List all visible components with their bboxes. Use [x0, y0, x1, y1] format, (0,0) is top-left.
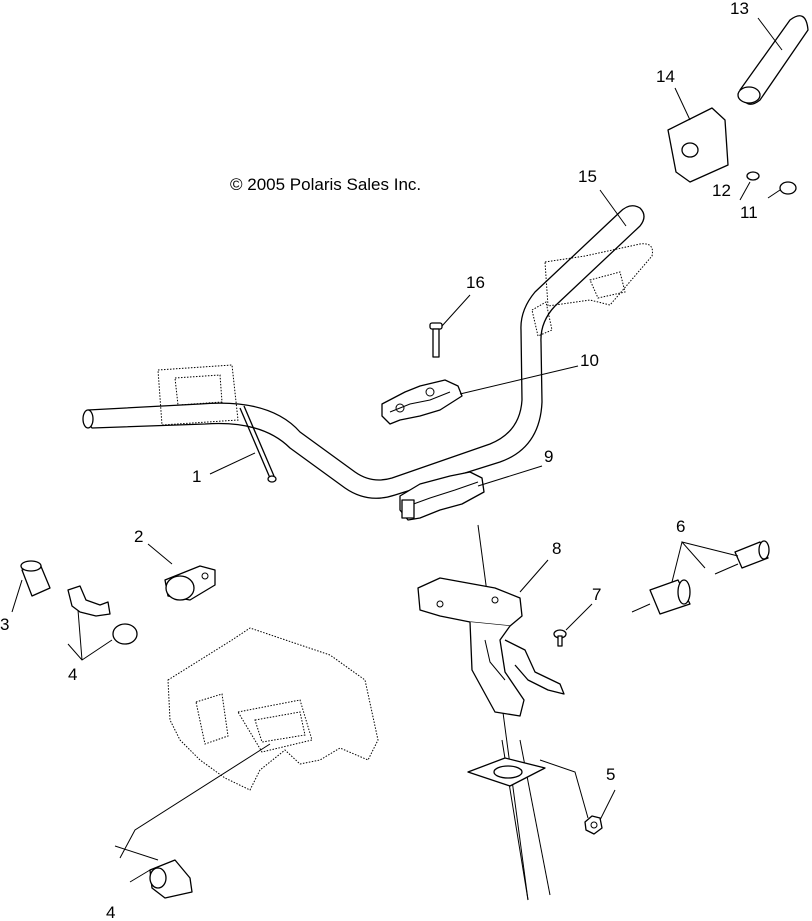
callout-9: 9 [544, 447, 553, 466]
part-15-handlebar [82, 205, 653, 499]
part-6-connector [631, 540, 770, 615]
callout-6: 6 [676, 517, 685, 536]
part-12-collar [746, 171, 760, 181]
callout-10: 10 [580, 351, 599, 370]
callout-1: 1 [192, 467, 201, 486]
callout-16: 16 [466, 273, 485, 292]
callout-3: 3 [0, 615, 9, 634]
part-16-bolt [429, 322, 443, 358]
part-13-handlebar-grip [737, 15, 809, 105]
part-11-end-cap [779, 181, 797, 195]
callout-11: 11 [740, 203, 758, 222]
callout-15: 15 [578, 167, 597, 186]
copyright-notice: © 2005 Polaris Sales Inc. [230, 175, 421, 194]
callout-4-lower: 4 [106, 903, 115, 921]
callout-8: 8 [552, 539, 561, 558]
part-5-nut [584, 815, 603, 835]
callout-7: 7 [592, 585, 601, 604]
part-4-ignition-key-and-switch [67, 585, 138, 645]
part-14-throttle-housing [667, 107, 729, 183]
part-2-switch-cover [164, 565, 216, 601]
column-mounting-plate [467, 757, 546, 787]
console-housing-outline [167, 627, 379, 791]
part-9-lower-handlebar-clamp [399, 471, 485, 521]
part-4-lower-switch [149, 859, 193, 899]
callout-4-upper: 4 [68, 665, 77, 684]
part-10-upper-handlebar-clamp [381, 379, 463, 425]
callout-14: 14 [656, 67, 675, 86]
part-8-mounting-bracket [417, 577, 565, 717]
callout-13: 13 [730, 0, 749, 18]
part-7-screw [553, 629, 567, 647]
part-3-cap [20, 560, 51, 597]
callout-12: 12 [712, 181, 731, 200]
callout-2: 2 [134, 527, 143, 546]
leader-lines [11, 17, 783, 883]
callout-5: 5 [606, 765, 615, 784]
part-1-long-bolt [239, 405, 277, 483]
